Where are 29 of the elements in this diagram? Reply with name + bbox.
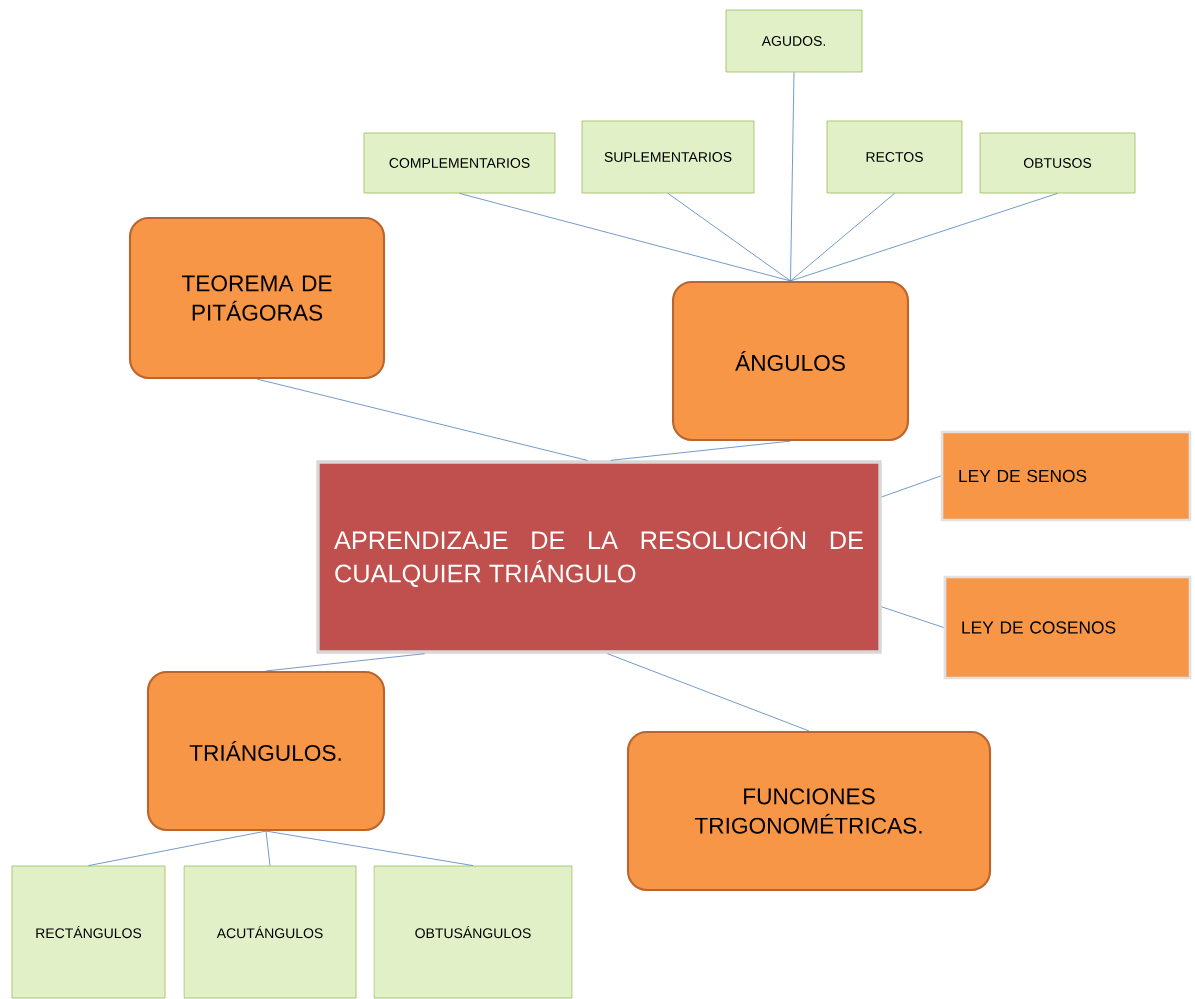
- topic-box: FUNCIONES TRIGONOMÉTRICAS.: [626, 730, 992, 892]
- category-box: OBTUSOS: [979, 132, 1136, 194]
- topic-box: LEY DE SENOS: [940, 430, 1192, 522]
- connector-line: [790, 72, 795, 282]
- connector-line: [667, 193, 791, 282]
- category-box: OBTUSÁNGULOS: [373, 865, 573, 999]
- topic-box: LEY DE COSENOS: [943, 575, 1192, 680]
- connector-line: [610, 440, 791, 461]
- connector-line: [265, 830, 474, 866]
- category-box: SUPLEMENTARIOS: [581, 120, 755, 194]
- connector-line: [256, 378, 588, 461]
- category-box: COMPLEMENTARIOS: [363, 132, 556, 194]
- connector-line: [265, 830, 271, 866]
- connector-line: [607, 653, 810, 732]
- topic-box: TRIÁNGULOS.: [146, 670, 386, 832]
- main-topic-box: APRENDIZAJE DE LA RESOLUCIÓN DE CUALQUIER TRIÁNGULO: [316, 460, 882, 654]
- connector-line: [881, 606, 945, 628]
- connector-line: [790, 193, 895, 282]
- connector-line: [790, 193, 1058, 282]
- connector-line: [459, 193, 791, 282]
- category-box: AGUDOS.: [725, 9, 863, 73]
- category-box: RECTÁNGULOS: [11, 865, 166, 999]
- connector-line: [88, 830, 267, 866]
- connector-line: [265, 653, 425, 672]
- category-box: RECTOS: [826, 120, 963, 194]
- category-box: ACUTÁNGULOS: [183, 865, 357, 999]
- topic-box: ÁNGULOS: [671, 280, 910, 442]
- connector-line: [881, 475, 942, 498]
- topic-box: TEOREMA DE PITÁGORAS: [128, 216, 386, 380]
